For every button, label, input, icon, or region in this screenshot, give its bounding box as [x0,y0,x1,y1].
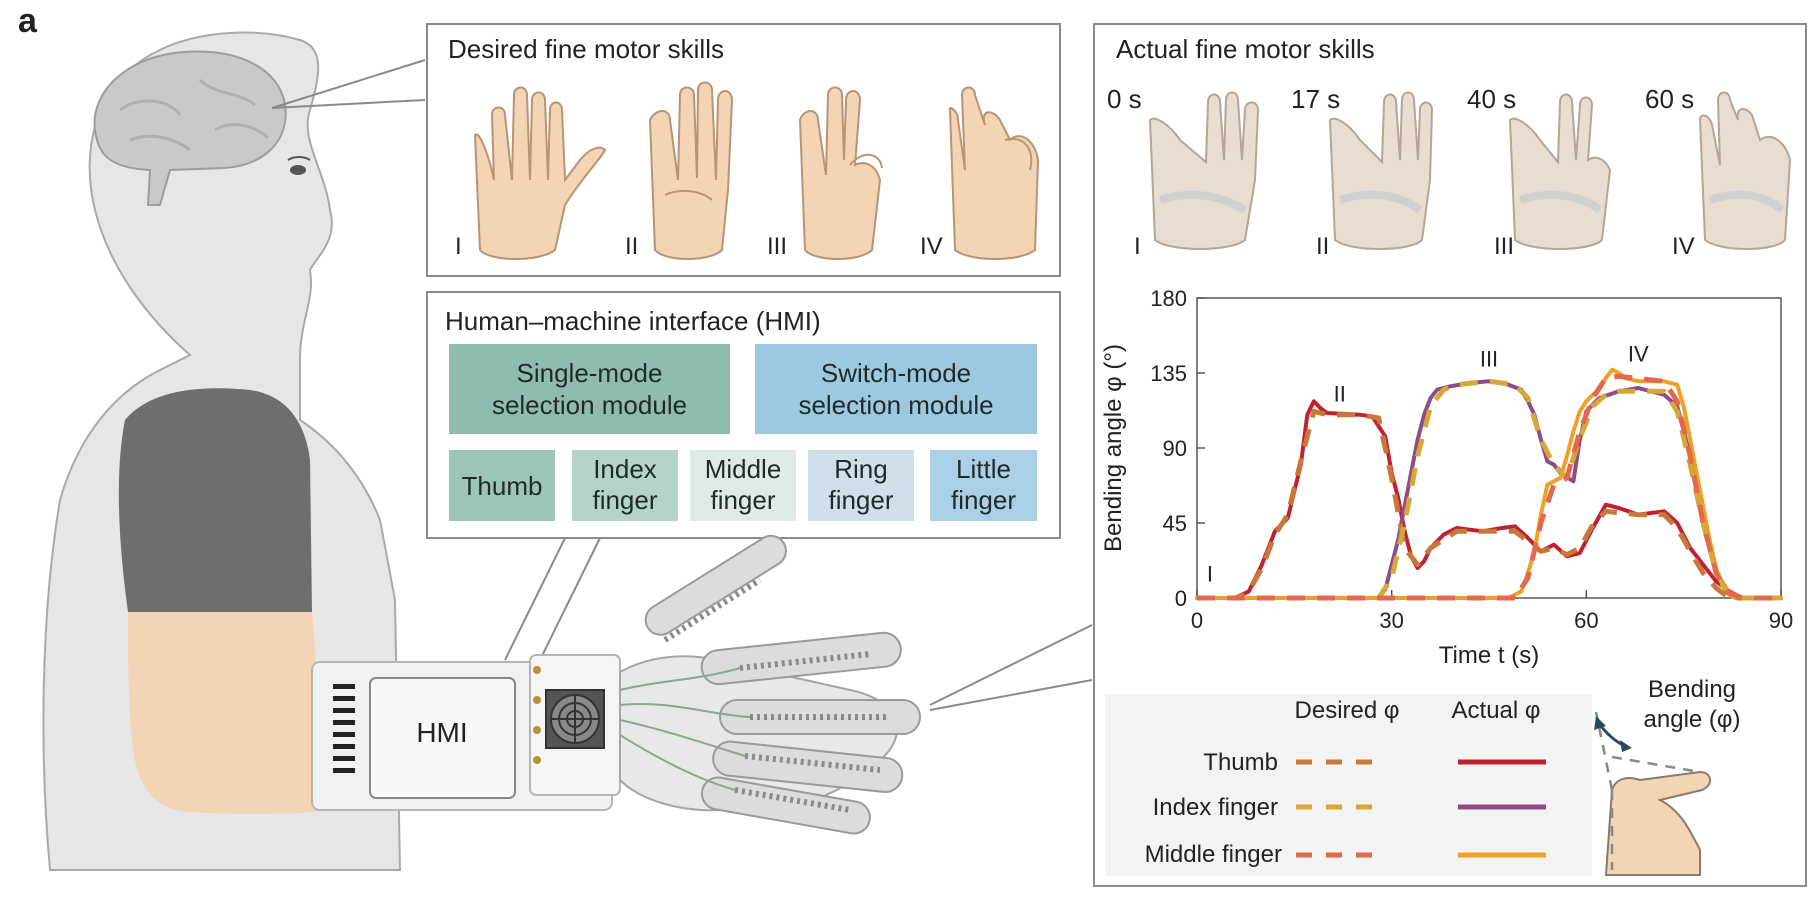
arm-skin [128,612,330,815]
svg-text:finger: finger [828,485,893,515]
phase-annotation: I [1207,561,1213,586]
series-index-finger-desired [1197,378,1781,601]
fan-icon [545,689,605,749]
x-axis-label: Time t (s) [1439,642,1539,669]
panel-label: a [18,2,38,40]
plot-area [1196,297,1782,599]
glove-wires [619,667,751,791]
y-tick-label: 180 [1150,286,1187,311]
actual-skills-panel: Actual fine motor skills 0 s 17 s 40 s 6… [1093,23,1807,887]
connector-lines [271,59,1093,711]
svg-text:Thumb: Thumb [462,471,543,501]
legend-label-thumb: Thumb [1203,749,1278,776]
svg-text:Bending: Bending [1648,676,1736,703]
desired-skills-title: Desired fine motor skills [448,34,724,64]
svg-text:finger: finger [951,485,1016,515]
svg-text:Little: Little [956,454,1011,484]
time-label-0: 0 s [1107,84,1142,114]
time-label-1: 17 s [1291,84,1340,114]
x-tick-label: 30 [1379,608,1403,633]
svg-text:II: II [1316,233,1329,260]
hmi-title: Human–machine interface (HMI) [445,306,821,336]
time-label-2: 40 s [1467,84,1516,114]
finger-module-ring: Ring finger [808,450,914,521]
x-tick-label: 60 [1574,608,1598,633]
finger-module-thumb: Thumb [449,450,555,521]
desired-hand-iii: III [767,86,883,260]
y-tick-label: 45 [1163,511,1187,536]
finger-module-index: Index finger [572,450,678,521]
legend: Desired φ Actual φ Thumb Index finger Mi… [1105,694,1592,876]
desired-skills-panel: Desired fine motor skills I II III IV [426,23,1061,277]
svg-text:Middle: Middle [705,454,782,484]
y-tick-label: 90 [1163,436,1187,461]
svg-text:Ring: Ring [834,454,887,484]
phase-annotation: III [1480,346,1498,371]
finger-sketch-icon [1604,770,1711,876]
legend-label-index: Index finger [1153,794,1278,821]
hmi-device: HMI [311,654,621,811]
desired-hand-ii: II [625,81,734,260]
y-axis-label: Bending angle φ (°) [1100,344,1127,552]
human-figure [42,31,402,871]
svg-text:IV: IV [920,233,943,260]
svg-text:angle (φ): angle (φ) [1644,706,1741,733]
chart-ticks: 0 30 60 90 0 45 90 135 180 [1150,286,1793,633]
legend-label-middle: Middle finger [1145,841,1282,868]
phase-annotation: IV [1628,341,1649,366]
switch-mode-box [755,344,1037,434]
brain-icon [93,50,287,206]
series-thumb-actual [1195,399,1783,600]
glove-photo-ii: II [1316,91,1434,260]
svg-text:selection module: selection module [492,390,687,420]
svg-text:I: I [455,233,462,260]
svg-text:III: III [767,233,787,260]
actual-skills-title: Actual fine motor skills [1116,34,1375,64]
x-tick-label: 0 [1191,608,1203,633]
finger-module-middle: Middle finger [690,450,796,521]
phase-annotation: II [1334,381,1346,406]
robotic-glove [619,534,921,835]
series-middle-finger-desired [1197,373,1781,601]
svg-text:I: I [1134,233,1141,260]
hmi-panel: Human–machine interface (HMI) Single-mod… [426,291,1061,539]
glove-photo-i: I [1134,91,1260,260]
y-tick-label: 0 [1175,586,1187,611]
svg-text:Single-mode: Single-mode [517,358,663,388]
series-thumb-desired [1197,408,1781,601]
time-label-3: 60 s [1645,84,1694,114]
x-tick-label: 90 [1769,608,1793,633]
svg-text:Switch-mode: Switch-mode [821,358,971,388]
svg-text:finger: finger [710,485,775,515]
desired-hand-iv: IV [920,86,1040,260]
svg-text:II: II [625,233,638,260]
svg-text:finger: finger [592,485,657,515]
shirt-sleeve [118,388,312,612]
svg-text:III: III [1494,233,1514,260]
legend-desired-header: Desired φ [1295,697,1400,724]
glove-photo-iii: III [1494,93,1612,260]
legend-actual-header: Actual φ [1452,697,1541,724]
svg-text:IV: IV [1672,233,1695,260]
vent-slots [333,684,355,773]
y-tick-label: 135 [1150,361,1187,386]
glove-springs [663,577,890,813]
chart-series [1195,367,1783,601]
bending-angle-inset: Bending angle (φ) [1594,676,1741,876]
switch-mode-module: Switch-mode selection module [755,344,1037,434]
single-mode-module: Single-mode selection module [449,344,730,434]
glove-photo-iv: IV [1672,91,1792,260]
svg-text:Index: Index [593,454,657,484]
desired-hand-i: I [455,86,607,260]
eye-icon [290,165,306,175]
svg-text:selection module: selection module [798,390,993,420]
hmi-device-label: HMI [416,717,467,748]
finger-module-little: Little finger [930,450,1037,521]
single-mode-box [449,344,730,434]
legend-background [1105,694,1592,876]
